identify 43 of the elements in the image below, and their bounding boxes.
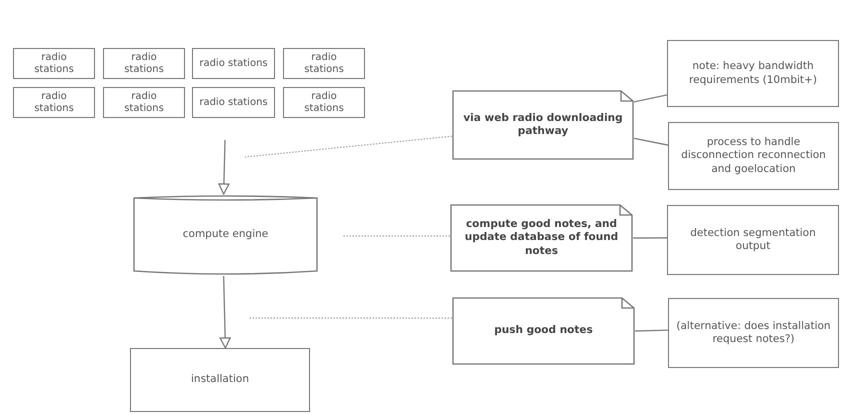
node-label: compute engine	[182, 228, 270, 242]
process-box	[668, 122, 839, 190]
dotted-line	[342, 235, 450, 236]
connector-line	[634, 330, 668, 332]
note-box	[452, 90, 634, 160]
station-box	[13, 48, 95, 79]
node-label: radio stations	[198, 96, 269, 108]
note-box	[450, 204, 633, 272]
node-label: radio stations	[303, 90, 345, 114]
connector-line	[634, 138, 668, 146]
node-label: via web radio downloading pathway	[462, 112, 624, 138]
connector-line	[634, 94, 668, 102]
station-box	[103, 87, 185, 118]
connector-line	[633, 237, 667, 239]
station-box	[283, 87, 365, 118]
station-box	[13, 87, 95, 118]
node-label: compute good notes, and update database of found notes	[464, 218, 620, 258]
node-label: radio stations	[33, 90, 75, 114]
note-box	[452, 297, 635, 365]
node-label: detection segmentation output	[689, 226, 817, 254]
node-label: push good notes	[493, 324, 594, 338]
dotted-line	[248, 318, 452, 319]
node-label: note: heavy bandwidth requirements (10mbit+)	[688, 60, 818, 87]
arrow	[220, 276, 231, 349]
arrow	[218, 140, 230, 195]
station-box	[103, 48, 185, 79]
process-box	[668, 298, 839, 368]
node-label: radio stations	[198, 58, 269, 70]
node-label: process to handle disconnection reconnection and goelocation	[680, 136, 827, 176]
station-box	[192, 87, 275, 118]
node-label: radio stations	[123, 52, 165, 76]
process-box	[130, 348, 310, 412]
node-label: radio stations	[33, 52, 75, 76]
process-box	[667, 205, 839, 275]
process-box	[667, 40, 839, 107]
node-label: (alternative: does installation request notes?)	[675, 320, 832, 346]
node-label: radio stations	[303, 52, 345, 76]
node-label: radio stations	[123, 90, 165, 114]
node-label: installation	[190, 373, 250, 387]
station-box	[192, 48, 275, 79]
station-box	[283, 48, 365, 79]
database-cylinder	[133, 194, 318, 276]
dotted-line	[244, 136, 452, 158]
